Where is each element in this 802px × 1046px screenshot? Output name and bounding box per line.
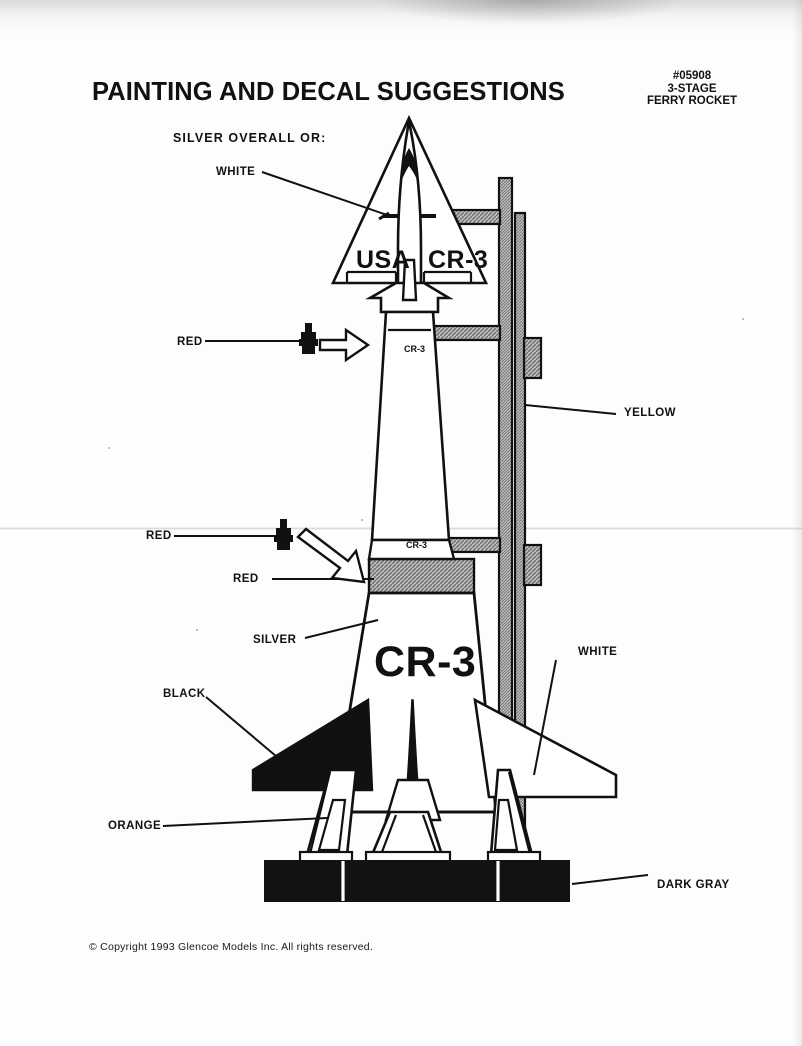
nozzle-icon-upper [299, 323, 318, 354]
arrow-icon-upper [318, 327, 371, 363]
callout-label-white-fin: WHITE [578, 646, 618, 658]
callout-label-red-band: RED [233, 573, 259, 585]
leader-silver [304, 619, 379, 639]
booster-center-fin [384, 699, 442, 822]
launch-support-legs [298, 768, 542, 864]
callout-label-black: BLACK [163, 688, 206, 700]
leader-orange [162, 817, 328, 827]
launch-pad-base [264, 860, 570, 902]
kit-number: #05908 [672, 70, 712, 82]
model-decal-text: USA CR-3 CR-3 CR-3 CR-3 [356, 246, 488, 686]
callout-label-silver: SILVER [253, 634, 297, 646]
overall-color-note: SILVER OVERALL OR: [173, 131, 327, 145]
kit-info-block: #05908 3-STAGE FERRY ROCKET [608, 70, 776, 108]
callout-label-red-upper: RED [177, 336, 203, 348]
decal-cr3-upper: CR-3 [428, 246, 488, 274]
first-stage-red-band [367, 557, 476, 595]
leader-yellow [524, 404, 617, 415]
leader-dark-gray [571, 874, 649, 885]
leader-white-fin [533, 659, 557, 776]
kit-name: FERRY ROCKET [646, 95, 738, 108]
page-title: PAINTING AND DECAL SUGGESTIONS [92, 78, 565, 106]
callout-label-orange: ORANGE [108, 820, 162, 832]
callout-label-white-upper: WHITE [216, 166, 256, 178]
leader-black [205, 696, 284, 763]
nozzle-icon-mid [274, 519, 293, 550]
arrow-icon-mid [296, 527, 366, 584]
decal-cr3-stage-two: CR-3 [404, 344, 425, 354]
decal-usa: USA [356, 246, 410, 274]
copyright-notice: © Copyright 1993 Glencoe Models Inc. All… [89, 941, 374, 953]
callout-label-yellow: YELLOW [624, 407, 676, 419]
kit-stage: 3-STAGE [667, 82, 717, 95]
callout-label-red-mid: RED [146, 530, 172, 542]
callout-label-dark-gray: DARK GRAY [657, 879, 730, 891]
decal-cr3-booster: CR-3 [374, 638, 476, 686]
upper-stage-orbiter [330, 114, 489, 314]
leader-white-upper [261, 171, 391, 217]
decal-cr3-stage-one: CR-3 [406, 540, 427, 550]
booster-fin-left-black [251, 697, 374, 792]
